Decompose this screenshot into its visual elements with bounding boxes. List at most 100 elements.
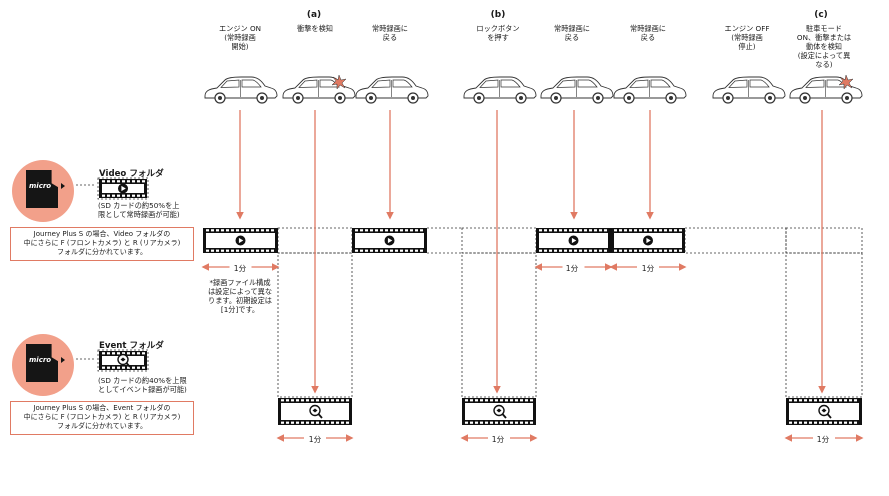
car-icon — [204, 76, 278, 104]
film-perforation — [102, 180, 105, 183]
film-perforation — [465, 421, 468, 424]
film-perforation — [102, 194, 105, 197]
film-perforation — [495, 399, 498, 402]
film-perforation — [355, 229, 358, 232]
film-perforation — [510, 421, 513, 424]
film-perforation — [360, 249, 363, 252]
film-perforation — [470, 421, 473, 424]
duration-label: 1分 — [491, 435, 505, 444]
film-perforation — [261, 229, 264, 232]
film-perforation — [789, 399, 792, 402]
film-perforation — [624, 229, 627, 232]
film-perforation — [554, 229, 557, 232]
film-perforation — [559, 229, 562, 232]
film-perforation — [584, 249, 587, 252]
film-perforation — [375, 229, 378, 232]
play-icon — [643, 235, 653, 246]
film-perforation — [480, 421, 483, 424]
section-label-b: (b) — [490, 10, 506, 20]
film-perforation — [510, 399, 513, 402]
film-perforation — [410, 229, 413, 232]
car-icon — [463, 76, 537, 104]
film-perforation — [574, 249, 577, 252]
film-perforation — [644, 229, 647, 232]
film-perforation — [127, 352, 130, 355]
film-perforation — [390, 229, 393, 232]
film-perforation — [331, 399, 334, 402]
play-icon — [235, 235, 246, 246]
film-perforation — [515, 421, 518, 424]
film-perforation — [804, 421, 807, 424]
film-perforation — [809, 399, 812, 402]
film-perforation — [370, 249, 373, 252]
film-perforation — [316, 421, 319, 424]
film-perforation — [659, 229, 662, 232]
film-perforation — [102, 366, 105, 369]
film-perforation — [251, 249, 254, 252]
video-folder-frame — [97, 177, 149, 200]
film-perforation — [574, 229, 577, 232]
video-folder-title: Video フォルダ — [99, 169, 164, 179]
video-gap-box-c — [785, 227, 863, 254]
car-2 — [282, 74, 356, 104]
film-perforation — [142, 180, 145, 183]
film-perforation — [390, 249, 393, 252]
film-perforation — [137, 366, 140, 369]
film-perforation — [579, 229, 582, 232]
film-perforation — [301, 421, 304, 424]
film-perforation — [286, 399, 289, 402]
film-perforation — [341, 421, 344, 424]
duration-label: 1分 — [565, 264, 579, 273]
magnifier-icon — [117, 353, 131, 368]
film-perforation — [639, 229, 642, 232]
film-perforation — [599, 229, 602, 232]
film-perforation — [839, 421, 842, 424]
film-perforation — [415, 249, 418, 252]
film-perforation — [604, 249, 607, 252]
section-label-a: (a) — [306, 10, 322, 20]
film-perforation — [799, 399, 802, 402]
film-perforation — [107, 366, 110, 369]
film-perforation — [674, 249, 677, 252]
film-perforation — [107, 194, 110, 197]
event-caption-return-2: 常時録画に 戻る — [554, 24, 590, 42]
film-perforation — [395, 229, 398, 232]
film-perforation — [834, 399, 837, 402]
car-3 — [355, 76, 429, 104]
event-caption-engine-on: エンジン ON (常時録画 開始) — [218, 24, 262, 51]
film-perforation — [365, 249, 368, 252]
film-perforation — [415, 229, 418, 232]
film-perforation — [480, 399, 483, 402]
film-perforation — [485, 399, 488, 402]
film-perforation — [221, 229, 224, 232]
film-perforation — [365, 229, 368, 232]
film-perforation — [669, 249, 672, 252]
film-perforation — [241, 249, 244, 252]
film-perforation — [246, 249, 249, 252]
film-perforation — [142, 194, 145, 197]
film-perforation — [654, 249, 657, 252]
play-triangle — [571, 237, 577, 244]
film-perforation — [142, 366, 145, 369]
car-8 — [789, 74, 863, 104]
event-folder-clip-icon — [99, 351, 147, 370]
film-perforation — [216, 229, 219, 232]
film-perforation — [281, 399, 284, 402]
sd-arrow-icon — [61, 183, 65, 189]
film-perforation — [679, 249, 682, 252]
film-perforation — [301, 399, 304, 402]
film-perforation — [619, 229, 622, 232]
film-perforation — [589, 229, 592, 232]
film-perforation — [569, 249, 572, 252]
car-icon — [613, 76, 687, 104]
film-perforation — [530, 399, 533, 402]
film-perforation — [410, 249, 413, 252]
film-perforation — [584, 229, 587, 232]
film-perforation — [346, 399, 349, 402]
film-perforation — [206, 249, 209, 252]
event-caption-impact: 衝撃を検知 — [297, 24, 333, 33]
film-perforation — [844, 421, 847, 424]
video-idle-box — [684, 227, 787, 254]
magnifier-handle — [317, 413, 323, 419]
film-perforation — [465, 399, 468, 402]
